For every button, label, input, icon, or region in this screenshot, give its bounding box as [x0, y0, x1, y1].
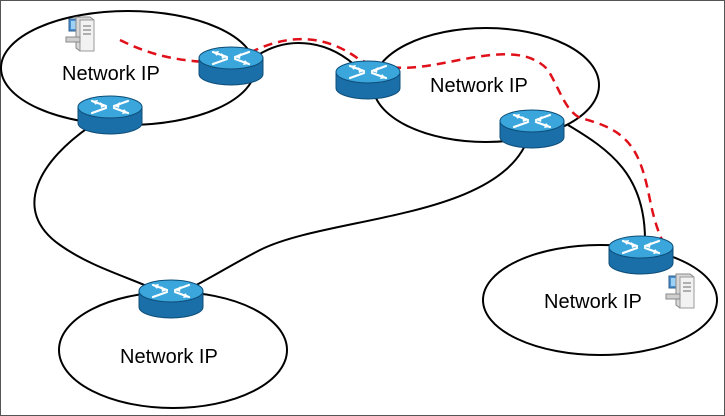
router-icon[interactable]: [334, 59, 402, 101]
link-r3-r5: [33, 124, 166, 296]
router-icon[interactable]: [498, 108, 566, 150]
link-r1-r2: [257, 42, 361, 71]
link-r4-r5: [174, 132, 531, 296]
router-icon[interactable]: [607, 234, 675, 276]
network-label-bottom-left: Network IP: [120, 346, 218, 368]
network-label-center: Network IP: [430, 75, 528, 97]
link-r4-r6: [567, 124, 646, 241]
network-label-right: Network IP: [544, 291, 642, 313]
router-icon[interactable]: [197, 45, 265, 87]
router-icon[interactable]: [76, 94, 144, 136]
network-label-top-left: Network IP: [62, 63, 160, 85]
router-icon[interactable]: [137, 278, 205, 320]
network-links: [33, 42, 646, 296]
